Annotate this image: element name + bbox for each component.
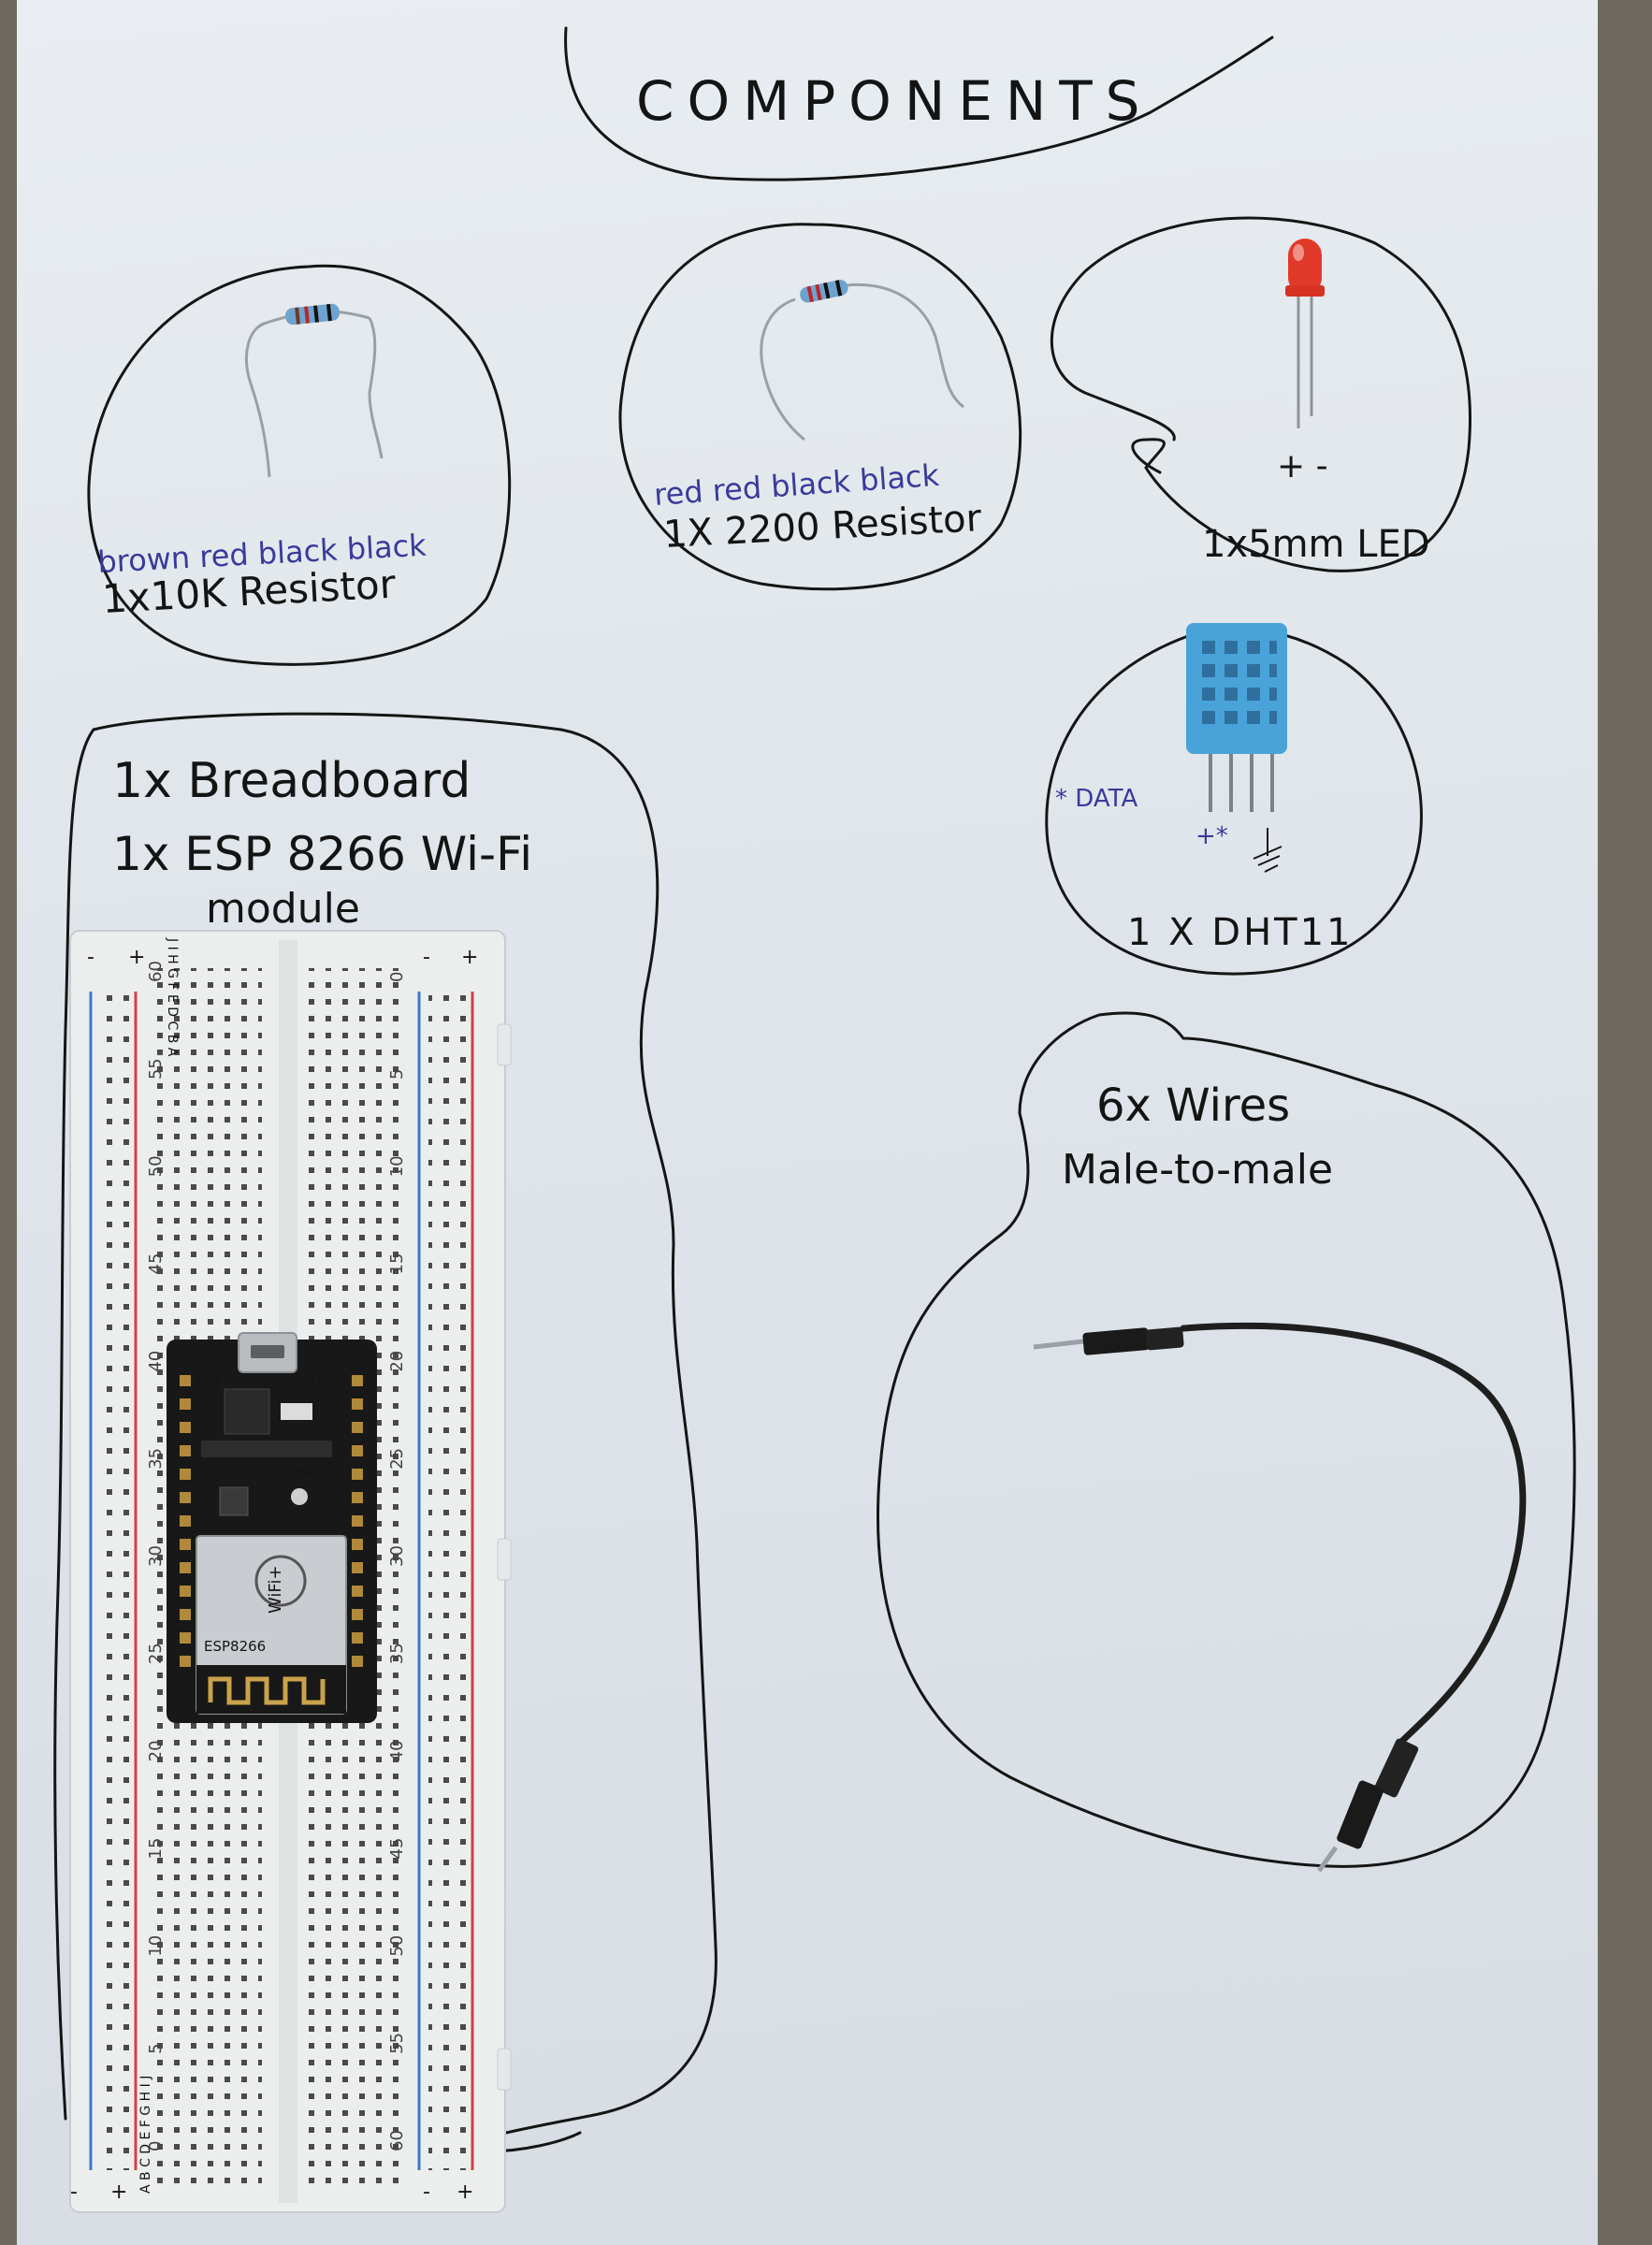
led-polarity: + - [1277, 447, 1328, 485]
breadboard-right-number-0: 0 [387, 972, 407, 982]
breadboard-left-number-9: 15 [146, 1838, 166, 1860]
rail-plus-bottom-right: + [456, 2180, 473, 2204]
title-outline [564, 26, 1274, 181]
breadboard-left-number-4: 40 [146, 1351, 166, 1372]
rail-plus-bottom-left: + [110, 2180, 127, 2204]
resistor-220-image [760, 280, 964, 442]
breadboard-line2: 1x ESP 8266 Wi-Fi [112, 827, 532, 881]
breadboard-line3: module [206, 885, 360, 933]
breadboard-right-numbers: 0 5 10 15 20 25 30 35 40 45 50 55 60 [387, 972, 407, 2151]
wires-line1: 6x Wires [1096, 1079, 1290, 1132]
led-label: 1x5mm LED [1202, 523, 1430, 566]
breadboard-right-number-9: 45 [387, 1838, 407, 1860]
breadboard-right-number-1: 5 [387, 1069, 407, 1079]
breadboard-left-number-0: 60 [146, 961, 166, 982]
dht11-label: 1 X DHT11 [1127, 911, 1354, 954]
breadboard-letters-bottom: A B C D E F G H I J [138, 2076, 153, 2194]
breadboard-right-number-7: 35 [387, 1643, 407, 1664]
esp8266-module [167, 1332, 377, 1723]
breadboard-right-number-8: 40 [387, 1740, 407, 1761]
breadboard-left-number-12: 0 [146, 2141, 166, 2151]
dht11-power-label: +* [1196, 822, 1228, 850]
breadboard-right-number-4: 20 [387, 1351, 407, 1372]
breadboard-right-number-10: 50 [387, 1935, 407, 1957]
breadboard-left-number-7: 25 [146, 1643, 166, 1664]
resistor-10k-image [244, 303, 384, 478]
resistor-10k-outline [87, 264, 512, 666]
breadboard-right-number-6: 30 [387, 1545, 407, 1567]
wires-outline [877, 1011, 1576, 1868]
breadboard-left-number-11: 5 [146, 2043, 166, 2053]
breadboard-right-number-3: 15 [387, 1253, 407, 1275]
breadboard-left-number-3: 45 [146, 1253, 166, 1275]
breadboard-left-number-8: 20 [146, 1740, 166, 1761]
esp-usb-label: USB [198, 1375, 220, 1387]
rail-plus-top-left: + [128, 946, 145, 969]
led-image [1285, 239, 1325, 428]
jumper-wire-image [1033, 1323, 1527, 1873]
breadboard-left-number-10: 10 [146, 1935, 166, 1957]
esp-flash-label: FLASH [281, 1467, 314, 1479]
breadboard-letters-top: J I H G F E D C B A [165, 937, 180, 1057]
wires-line2: Male-to-male [1062, 1146, 1333, 1194]
breadboard-left-number-6: 30 [146, 1545, 166, 1567]
esp-brand-label: WiFi+ [266, 1565, 285, 1614]
esp-rst-label: RST [318, 1375, 339, 1387]
resistor-220-outline [618, 223, 1022, 591]
title: COMPONENTS [636, 69, 1153, 133]
rail-plus-top-right: + [461, 946, 478, 969]
dht11-outline [1045, 627, 1423, 976]
rail-minus-top-right: - [423, 946, 430, 969]
rail-minus-bottom-left: - [70, 2180, 78, 2204]
rail-minus-top-left: - [87, 946, 94, 969]
breadboard-right-number-2: 10 [387, 1155, 407, 1177]
dht11-data-label: * DATA [1055, 785, 1138, 813]
breadboard-right-number-5: 25 [387, 1448, 407, 1470]
led-outline [1050, 216, 1471, 572]
breadboard-right-number-11: 55 [387, 2033, 407, 2054]
rail-minus-bottom-right: - [423, 2180, 430, 2204]
breadboard-right-number-12: 60 [387, 2130, 407, 2151]
breadboard-left-number-5: 35 [146, 1448, 166, 1470]
breadboard-line1: 1x Breadboard [112, 753, 471, 809]
breadboard-left-number-2: 50 [146, 1155, 166, 1177]
esp-chip-label: ESP8266 [204, 1638, 266, 1655]
breadboard-group-outline [53, 712, 717, 2153]
dht11-image [1186, 623, 1287, 873]
breadboard-left-number-1: 55 [146, 1058, 166, 1079]
